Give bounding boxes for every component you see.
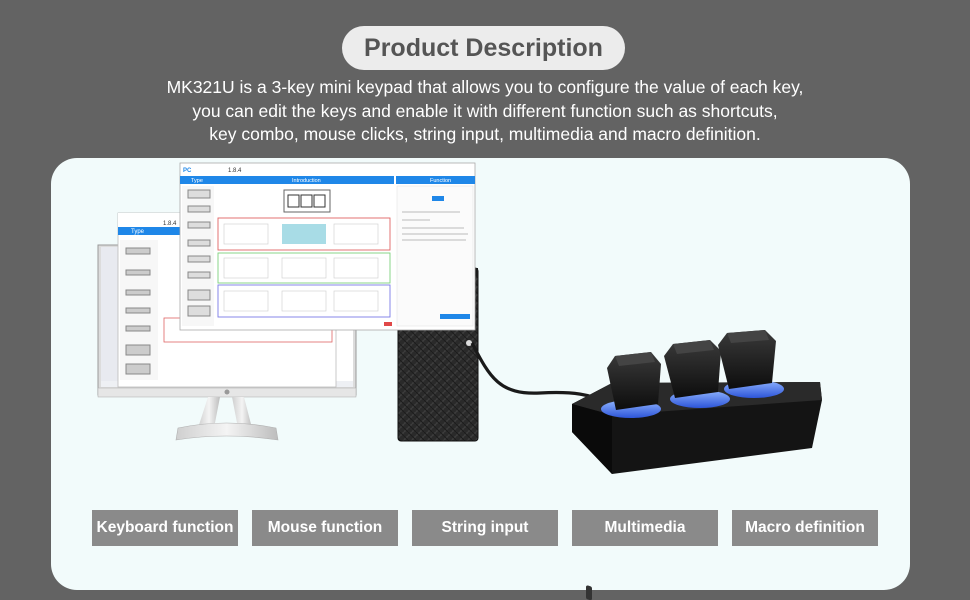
usb-cable — [470, 342, 607, 404]
page-title-pill: Product Description — [342, 26, 625, 70]
feature-keyboard-function: Keyboard function — [92, 510, 238, 546]
feature-multimedia: Multimedia — [572, 510, 718, 546]
description-line-2: you can edit the keys and enable it with… — [192, 100, 778, 121]
feature-list: Keyboard function Mouse function String … — [92, 510, 878, 546]
app-logo: PC — [183, 168, 192, 174]
software-window-front: PC 1.8.4 Type Introduction Function — [179, 162, 476, 331]
front-window-version: 1.8.4 — [228, 168, 242, 174]
back-window-type-label: Type — [131, 229, 145, 235]
front-window-type-label: Type — [191, 178, 203, 184]
back-window-version: 1.8.4 — [163, 221, 177, 227]
front-window-intro-label: Introduction — [292, 178, 321, 184]
feature-mouse-function: Mouse function — [252, 510, 398, 546]
page-title: Product Description — [364, 33, 603, 62]
description-line-1: MK321U is a 3-key mini keypad that allow… — [166, 77, 804, 97]
product-description: MK321U is a 3-key mini keypad that allow… — [0, 76, 970, 147]
front-window-function-label: Function — [430, 178, 451, 184]
feature-string-input: String input — [412, 510, 558, 546]
feature-macro-definition: Macro definition — [732, 510, 878, 546]
description-line-3: key combo, mouse clicks, string input, m… — [209, 124, 761, 144]
mk321u-keypad — [572, 330, 822, 600]
